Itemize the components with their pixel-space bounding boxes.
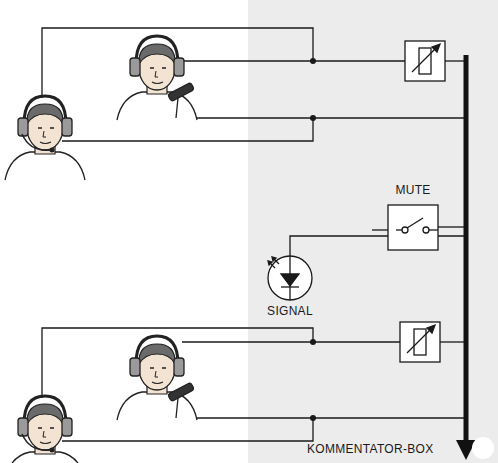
commentator-box-region: KOMMENTATOR-BOX SIGNAL MUTE	[248, 0, 498, 463]
node-label: MUTE	[395, 183, 430, 197]
node-label: KOMMENTATOR-BOX	[307, 442, 434, 456]
node-label: SIGNAL	[267, 304, 313, 318]
mute-switch: MUTE	[380, 183, 446, 251]
signal-led: SIGNAL	[258, 254, 322, 320]
